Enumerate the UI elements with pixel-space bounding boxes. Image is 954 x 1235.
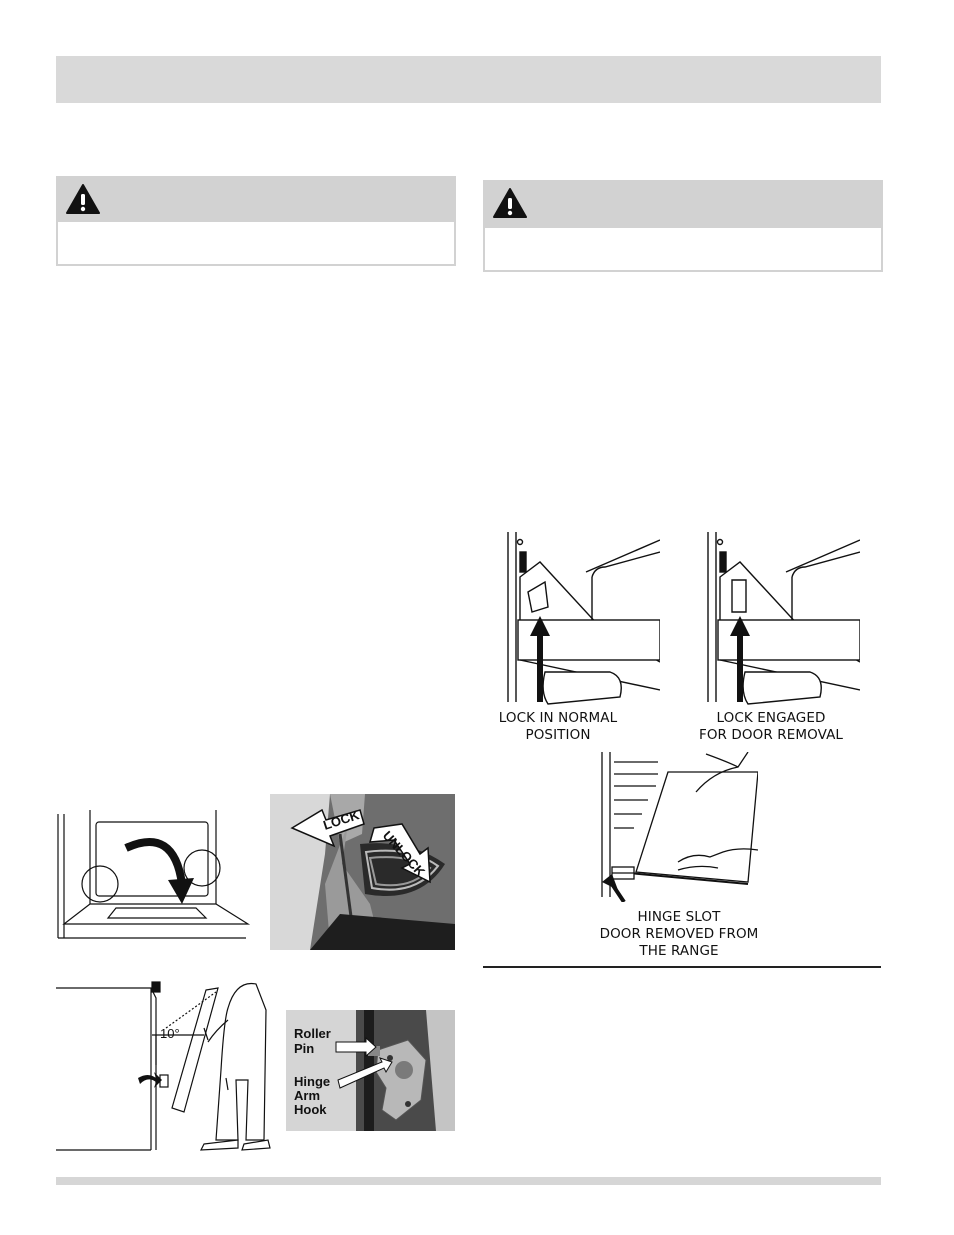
hinge-arrow-icon: [138, 1072, 162, 1088]
caption-line: POSITION: [525, 727, 591, 743]
lock-engaged-caption: LOCK ENGAGED FOR DOOR REMOVAL: [686, 710, 856, 744]
hinge-arm-hook-label: Arm: [294, 1088, 320, 1103]
warning-box-right: [483, 180, 883, 272]
caption-line: LOCK ENGAGED: [716, 710, 826, 726]
figure-door-lift-angle: 10°: [56, 980, 271, 1152]
figure-oven-open-door: [56, 808, 256, 944]
photo-lock-unlock: LOCK UNLOCK: [270, 794, 455, 950]
roller-pin-label: Pin: [294, 1041, 314, 1056]
hinge-arm-hook-label: Hook: [294, 1102, 327, 1117]
figure-door-removal: [598, 752, 758, 902]
figure-lock-engaged: [700, 532, 860, 707]
figure-lock-normal: [500, 532, 660, 707]
warning-box-header: [58, 178, 454, 222]
hinge-arm-hook-label: Hinge: [294, 1074, 330, 1089]
caption-line: HINGE SLOT: [637, 909, 721, 925]
page-header-bar: [56, 56, 881, 103]
section-divider: [483, 966, 881, 968]
warning-triangle-icon: [66, 184, 100, 214]
roller-pin-label: Roller: [294, 1026, 331, 1041]
page-footer-bar: [56, 1177, 881, 1185]
caption-line: FOR DOOR REMOVAL: [698, 727, 844, 743]
caption-line: LOCK IN NORMAL: [498, 710, 618, 726]
angle-label: 10°: [160, 1026, 180, 1041]
photo-roller-pin-hinge: Roller Pin Hinge Arm Hook: [286, 1010, 455, 1131]
caption-line: DOOR REMOVED FROM: [599, 926, 759, 942]
warning-box-header: [485, 182, 881, 228]
caption-line: THE RANGE: [639, 943, 719, 959]
warning-triangle-icon: [493, 188, 527, 218]
hinge-slot-caption: HINGE SLOT DOOR REMOVED FROM THE RANGE: [594, 909, 764, 960]
warning-box-left: [56, 176, 456, 266]
lock-normal-caption: LOCK IN NORMAL POSITION: [478, 710, 638, 744]
